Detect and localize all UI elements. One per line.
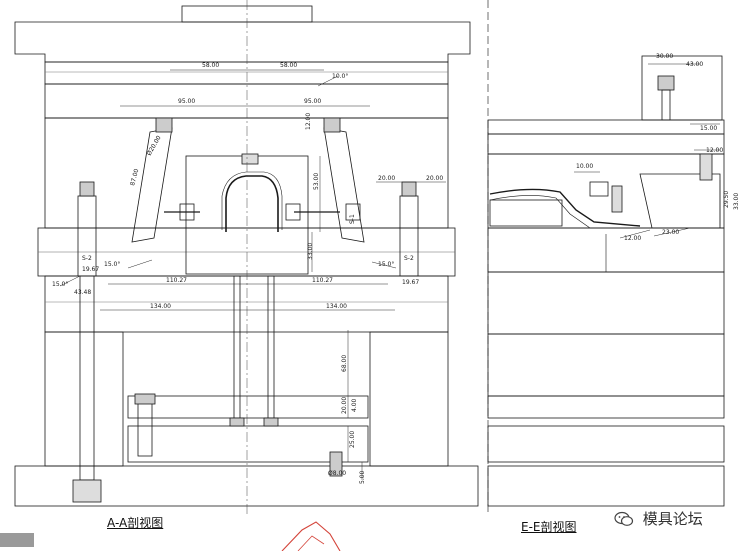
dim-58-right: 58.00 (280, 62, 297, 69)
caption-aa: A-A剖视图 (107, 516, 164, 530)
lifter-right (323, 127, 365, 243)
dim-110-left: 110.27 (166, 277, 187, 284)
dim-e15: 15.00 (700, 125, 717, 132)
dim-134-right: 134.00 (326, 303, 347, 310)
label-s1: S-1 (349, 214, 356, 224)
dim-20-left: 20.00 (378, 175, 395, 182)
dim-87-vert: 87.00 (129, 168, 140, 187)
dim-5-vert: 5.00 (359, 470, 366, 484)
dim-e30: 30.00 (656, 53, 673, 60)
ee-plate-5 (487, 271, 725, 335)
spacer-block-right (369, 331, 449, 467)
ee-top-block (641, 55, 723, 121)
ee-plate-2 (487, 133, 725, 155)
dim-15deg-right: 15.0° (378, 261, 394, 268)
ee-plate-6 (487, 333, 725, 397)
a-plate (44, 117, 449, 229)
guide-pillar-right (399, 195, 419, 277)
label-s2-left: S-2 (82, 255, 92, 262)
ee-plate-8 (487, 425, 725, 463)
ee-part-profile (489, 188, 641, 227)
ejector-pin-2 (267, 275, 275, 423)
dim-15deg-left: 15.0° (104, 261, 120, 268)
spacer-block-left (44, 331, 124, 467)
support-plate (44, 275, 449, 333)
dim-e12: 12.00 (706, 147, 723, 154)
ee-plate-9 (487, 465, 725, 507)
dim-15deg-far-left: 15.0° (52, 281, 68, 288)
dim-e33: 33.00 (733, 193, 740, 210)
caption-ee: E-E剖视图 (521, 520, 577, 534)
dim-19-right: 19.67 (402, 279, 419, 286)
dim-58-left: 58.00 (202, 62, 219, 69)
cavity-plate (44, 83, 449, 119)
ejector-retainer-plate (127, 395, 369, 419)
ee-plate-1 (487, 119, 725, 135)
dim-53-vert: 53.00 (313, 173, 320, 190)
dim-95-left: 95.00 (178, 98, 195, 105)
dim-phi: Ø8.00 (328, 470, 346, 477)
dim-e29: 29.50 (723, 191, 730, 208)
dim-134-left: 134.00 (150, 303, 171, 310)
corner-badge (0, 533, 34, 547)
dim-12-vert: 12.00 (305, 113, 312, 130)
dim-33-vert: 33.00 (307, 243, 314, 260)
ejector-pin-1 (233, 275, 241, 423)
top-clamp-plate (14, 21, 471, 63)
stamp-fragment (281, 521, 341, 551)
dim-e43: 43.00 (686, 61, 703, 68)
dim-110-right: 110.27 (312, 277, 333, 284)
watermark: 模具论坛 (614, 508, 703, 529)
dim-phi20: Ø20.00 (146, 134, 163, 157)
section-ee (487, 55, 725, 507)
ee-plate-7 (487, 395, 725, 419)
bottom-clamp-plate (14, 465, 479, 507)
wechat-icon (614, 511, 634, 527)
dim-19-left: 19.67 (82, 266, 99, 273)
dim-20-right: 20.00 (426, 175, 443, 182)
dim-e23: 23.00 (662, 229, 679, 236)
guide-pillar-left (77, 195, 97, 277)
watermark-text: 模具论坛 (642, 510, 703, 528)
dim-68-vert: 68.00 (341, 355, 348, 372)
return-pin-left (79, 275, 95, 481)
dim-25-vert: 25.00 (349, 431, 356, 448)
part-profile (225, 175, 279, 232)
section-aa (14, 0, 489, 515)
dim-e10: 10.00 (576, 163, 593, 170)
ejector-plate (127, 425, 369, 463)
dim-e12deg: 12.00 (624, 235, 641, 242)
ee-plate-3 (487, 153, 725, 229)
dim-43-vert: 43.48 (74, 289, 91, 296)
dim-10deg: 10.0° (332, 73, 348, 80)
label-s2-right: S-2 (404, 255, 414, 262)
dim-95-right: 95.00 (304, 98, 321, 105)
dim-20-vert: 20.00 (341, 397, 348, 414)
dim-4-vert: 4.00 (351, 398, 358, 412)
runner-plate (44, 61, 449, 85)
